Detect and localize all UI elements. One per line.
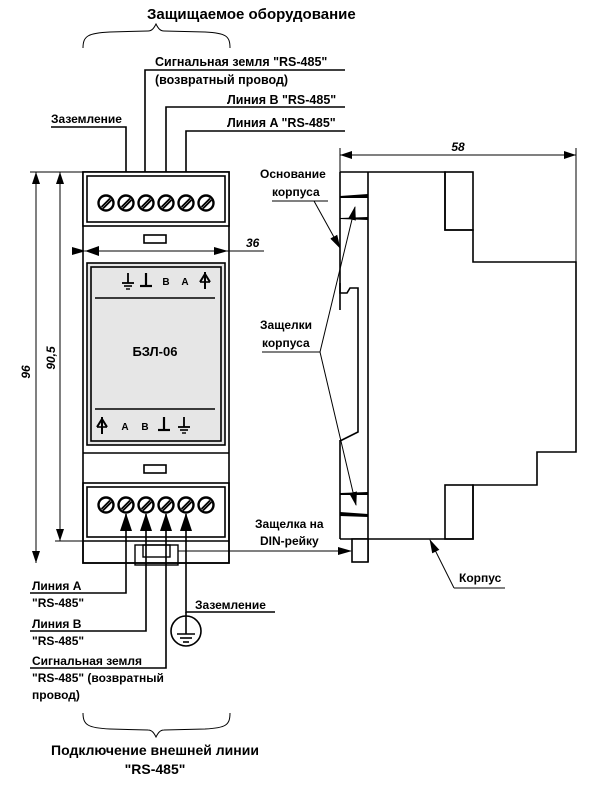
screw-icon[interactable]	[97, 194, 115, 212]
label-bottom-line-a-2: "RS-485"	[32, 596, 84, 610]
dimension-96: 96	[19, 365, 33, 379]
front-view: B A БЗЛ-06 A B	[82, 171, 230, 564]
title-external-line: Подключение внешней линии	[51, 742, 259, 758]
device-model: БЗЛ-06	[133, 344, 178, 359]
label-top-signal-ground-2: (возвратный провод)	[155, 73, 288, 87]
protective-earth-icon	[178, 417, 190, 434]
title-protected-equipment: Защищаемое оборудование	[147, 6, 356, 23]
dimension-36: 36	[246, 236, 260, 250]
label-base-1: Основание	[260, 167, 326, 181]
label-top-earth: Заземление	[51, 112, 122, 126]
label-din-latch-2: DIN-рейку	[260, 534, 319, 548]
protective-earth-icon	[122, 273, 134, 290]
title-external-line-rs485: "RS-485"	[125, 761, 186, 777]
dimension-58: 58	[451, 140, 465, 154]
label-bottom-line-b-1: Линия B	[32, 617, 82, 631]
screw-icon[interactable]	[117, 496, 135, 514]
label-bottom-signal-ground-2: "RS-485" (возвратный	[32, 671, 164, 685]
screw-icon[interactable]	[137, 496, 155, 514]
housing-outline	[368, 171, 577, 540]
screw-icon[interactable]	[177, 496, 195, 514]
screw-icon[interactable]	[197, 496, 215, 514]
top-terminal-profile	[444, 171, 474, 231]
label-latches-1: Защелки	[260, 318, 312, 332]
latch-bottom-2	[340, 512, 368, 517]
mark-bottom-b: B	[141, 422, 148, 433]
dimension-width-front: 36	[72, 236, 264, 256]
label-latches-2: корпуса	[262, 336, 310, 350]
label-bottom-line-a-1: Линия A	[32, 579, 82, 593]
latch-top-1	[340, 194, 368, 198]
label-top-line-b: Линия B "RS-485"	[227, 93, 336, 107]
screw-icon[interactable]	[117, 194, 135, 212]
side-view: 58	[339, 140, 577, 563]
screw-icon[interactable]	[97, 496, 115, 514]
din-latch-tab	[351, 538, 369, 563]
label-din-latch-1: Защелка на	[255, 517, 324, 531]
front-panel	[90, 266, 222, 442]
label-housing: Корпус	[459, 571, 502, 585]
top-brace	[82, 22, 231, 49]
mark-bottom-a: A	[121, 422, 128, 433]
label-bottom-signal-ground-3: провод)	[32, 688, 80, 702]
dimension-90-5: 90,5	[44, 346, 58, 370]
bottom-terminal-profile	[444, 484, 474, 540]
bottom-brace	[82, 712, 231, 739]
mark-top-a: A	[181, 277, 188, 288]
latch-top-2	[340, 217, 368, 220]
bottom-leader-lines	[30, 513, 275, 669]
label-top-signal-ground-1: Сигнальная земля "RS-485"	[155, 55, 327, 69]
mark-top-b: B	[162, 277, 169, 288]
label-bottom-line-b-2: "RS-485"	[32, 634, 84, 648]
signal-ground-icon	[140, 273, 152, 288]
screw-icon[interactable]	[197, 194, 215, 212]
signal-ground-icon	[158, 417, 170, 432]
screw-icon[interactable]	[137, 194, 155, 212]
top-slot	[143, 234, 167, 244]
label-bottom-earth: Заземление	[195, 598, 266, 612]
dimension-heights: 96 90,5	[19, 171, 83, 563]
screw-icon[interactable]	[177, 194, 195, 212]
screw-icon[interactable]	[157, 496, 175, 514]
label-base-2: корпуса	[272, 185, 320, 199]
label-top-line-a: Линия A "RS-485"	[227, 116, 336, 130]
surge-arrow-icon	[199, 272, 211, 289]
screw-icon[interactable]	[157, 194, 175, 212]
surge-arrow-icon	[96, 417, 108, 434]
bottom-slot	[143, 464, 167, 474]
label-bottom-signal-ground-1: Сигнальная земля	[32, 654, 142, 668]
